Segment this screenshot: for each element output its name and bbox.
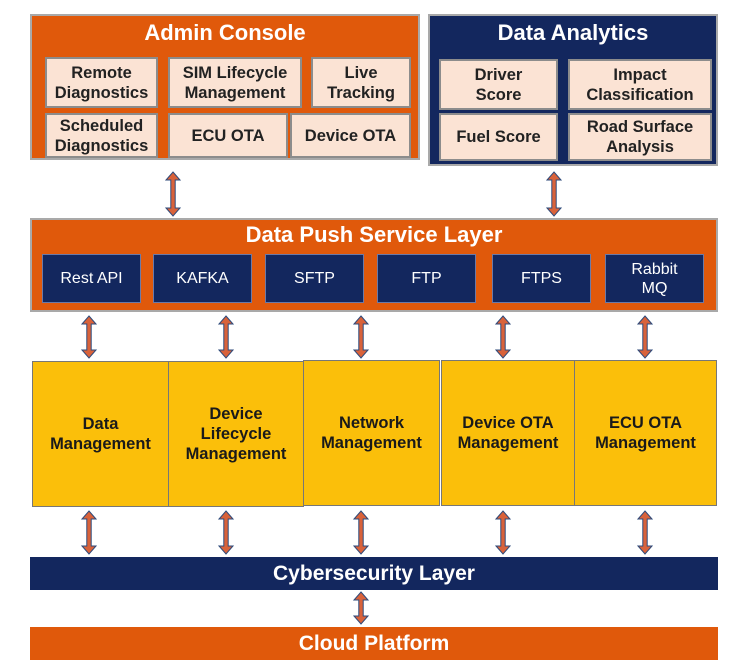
data-analytics-title: Data Analytics (497, 20, 649, 45)
impact-classification-box: Impact Classification (568, 59, 712, 110)
kafka-box: KAFKA (153, 254, 252, 303)
arrow-device-ota-to-cyber (494, 510, 512, 555)
cloud-platform-title: Cloud Platform (298, 631, 450, 655)
arrow-cyber-to-cloud (352, 591, 370, 625)
sim-lifecycle-box: SIM Lifecycle Management (168, 57, 302, 108)
ftp-box: FTP (377, 254, 476, 303)
data-push-title: Data Push Service Layer (245, 222, 503, 247)
arrow-network-to-cyber (352, 510, 370, 555)
cloud-platform-layer: Cloud Platform (30, 627, 718, 660)
remote-diagnostics-box: Remote Diagnostics (45, 57, 158, 108)
driver-score-box: Driver Score (439, 59, 558, 110)
arrow-group (80, 171, 654, 625)
cybersecurity-title: Cybersecurity Layer (273, 561, 475, 585)
arrow-analytics-to-push (545, 171, 563, 217)
scheduled-diagnostics-box: Scheduled Diagnostics (45, 113, 158, 158)
network-management-box: Network Management (303, 360, 440, 506)
data-management-box: Data Management (32, 361, 169, 507)
arrow-data-mgmt-to-cyber (80, 510, 98, 555)
arrow-push-to-network (352, 315, 370, 359)
road-surface-box: Road Surface Analysis (568, 113, 712, 161)
ftps-box: FTPS (492, 254, 591, 303)
cybersecurity-layer: Cybersecurity Layer (30, 557, 718, 590)
sftp-box: SFTP (265, 254, 364, 303)
device-lifecycle-management-box: Device Lifecycle Management (168, 361, 304, 507)
device-ota-management-box: Device OTA Management (441, 360, 575, 506)
arrow-device-lifecycle-to-cyber (217, 510, 235, 555)
arrow-ecu-ota-to-cyber (636, 510, 654, 555)
arrow-push-to-ecu-ota (636, 315, 654, 359)
data-analytics-panel: Data Analytics Driver Score Impact Class… (428, 14, 718, 166)
arrow-push-to-device-lifecycle (217, 315, 235, 359)
arrow-push-to-data-mgmt (80, 315, 98, 359)
data-push-layer: Data Push Service Layer Rest API KAFKA S… (30, 218, 718, 312)
fuel-score-box: Fuel Score (439, 113, 558, 161)
device-ota-box: Device OTA (290, 113, 411, 158)
admin-console-panel: Admin Console Remote Diagnostics SIM Lif… (30, 14, 420, 160)
ecu-ota-management-box: ECU OTA Management (574, 360, 717, 506)
ecu-ota-box: ECU OTA (168, 113, 288, 158)
rest-api-box: Rest API (42, 254, 141, 303)
rabbitmq-box: Rabbit MQ (605, 254, 704, 303)
arrow-admin-to-push (164, 171, 182, 217)
live-tracking-box: Live Tracking (311, 57, 411, 108)
arrow-push-to-device-ota (494, 315, 512, 359)
admin-console-title: Admin Console (144, 20, 306, 45)
